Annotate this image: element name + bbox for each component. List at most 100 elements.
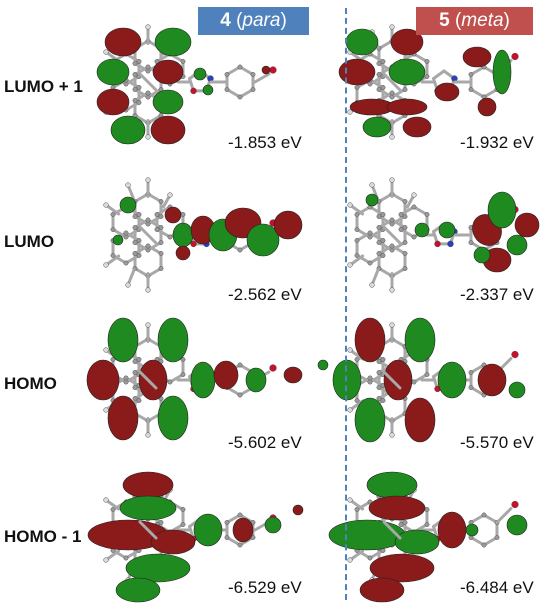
meta-lumo-plus-1-core-ring-carbon (424, 59, 430, 64)
para-lumo-hydrogen (125, 282, 131, 288)
meta-homo-orbital-lobe (437, 361, 467, 399)
para-lumo-core-ring-bond (133, 218, 150, 229)
meta-lumo-core-ring-carbon (354, 212, 360, 217)
meta-lumo-core-ring-carbon (354, 238, 360, 243)
meta-homo-minus-1-cho-oxygen (511, 500, 519, 509)
row-label-homo-minus-1: HOMO - 1 (4, 527, 82, 546)
para-homo-orbital-lobe (157, 317, 189, 363)
para-homo-minus-1-orbital-lobe (232, 517, 254, 543)
meta-lumo-core-ring-bond (377, 244, 394, 255)
para-lumo-plus-1-phenyl-ring-bond (238, 88, 255, 99)
meta-lumo-plus-1-phenyl-ring-bond (482, 88, 499, 99)
meta-homo-minus-1-orbital-lobe (366, 471, 418, 499)
meta-lumo-core-ring-carbon (398, 212, 404, 217)
para-homo-core-ring-carbon (132, 370, 138, 375)
meta-homo-overlay-bond (382, 370, 402, 390)
meta-lumo-core-ring-bond (368, 231, 385, 242)
para-lumo-plus-1-oxadiazole-oxygen (190, 87, 197, 95)
meta-lumo-plus-1-hydrogen (389, 24, 395, 30)
meta-lumo-core-ring-carbon (376, 214, 382, 219)
para-lumo-core-ring-bond (146, 244, 163, 255)
para-lumo-core-ring-carbon (145, 217, 151, 223)
para-lumo-core-ring-carbon (110, 212, 116, 217)
meta-homo-minus-1-phenyl-ring-carbon (481, 512, 487, 518)
para-lumo-core-ring-bond (133, 244, 150, 255)
para-lumo-orbital-lobe (112, 234, 124, 246)
para-homo-minus-1-orbital-lobe (119, 495, 177, 521)
meta-lumo-plus-1-phenyl-ring-carbon (468, 72, 474, 77)
meta-lumo-plus-1-core-ring-bond (368, 78, 385, 89)
meta-lumo-orbital-lobe (487, 191, 517, 229)
meta-lumo-hydrogen (369, 282, 375, 288)
meta-lumo-core-ring-carbon (402, 251, 408, 256)
para-lumo-hydrogen (125, 182, 131, 188)
meta-homo-minus-1-hydrogen (347, 557, 353, 563)
meta-lumo-core-ring-bond (377, 218, 394, 229)
para-homo-minus-1-orbital-lobe (115, 577, 161, 603)
meta-lumo-core-ring-carbon (402, 240, 408, 245)
energy-para-homo: -5.602 eV (228, 433, 302, 452)
para-lumo-hydrogen (145, 177, 151, 183)
meta-lumo-plus-1-orbital-lobe (338, 58, 376, 86)
meta-homo-core-ring-carbon (376, 359, 382, 364)
para-homo-core-ring-carbon (132, 359, 138, 364)
para-lumo-plus-1-core-ring-carbon (132, 98, 138, 103)
meta-homo-core-ring-carbon (380, 357, 386, 362)
meta-lumo-core-ring-bond (390, 267, 407, 278)
para-lumo-orbital-lobe (172, 222, 194, 248)
meta-lumo-core-ring-carbon (389, 217, 395, 223)
meta-lumo-core-ring-bond (399, 205, 416, 216)
meta-homo-cho-oxygen (511, 350, 519, 359)
para-homo-orbital-lobe (283, 366, 303, 384)
para-lumo-plus-1-core-ring-bond (133, 65, 150, 76)
meta-homo-core-ring-carbon (376, 396, 382, 401)
para-lumo-core-ring-carbon (158, 225, 164, 230)
meta-lumo-orbital-lobe (514, 212, 540, 238)
meta-lumo-core-ring-carbon (376, 240, 382, 245)
para-lumo-core-ring-carbon (132, 225, 138, 230)
meta-homo-hydrogen (389, 322, 395, 328)
meta-lumo-core-ring-bond (412, 205, 429, 216)
meta-homo-hydrogen (347, 407, 353, 413)
meta-homo-minus-1-orbital-lobe (437, 511, 467, 549)
row-label-lumo-plus-1: LUMO + 1 (4, 77, 83, 96)
meta-lumo-core-ring-carbon (380, 253, 386, 258)
para-lumo-oxadiazole-oxygen (190, 240, 197, 248)
meta-homo-minus-1-phenyl-ring-carbon (481, 542, 487, 548)
para-homo-orbital-lobe (107, 395, 139, 441)
para-lumo-core-ring-carbon (136, 238, 142, 243)
para-homo-minus-1-orbital-lobe (125, 553, 191, 583)
para-lumo-core-ring-carbon (136, 253, 142, 258)
meta-lumo-plus-1-core-ring-carbon (402, 87, 408, 92)
para-homo-minus-1-phenyl-ring-carbon (224, 535, 230, 540)
para-lumo-plus-1-phenyl-ring-carbon (237, 94, 243, 100)
meta-homo-core-ring-carbon (411, 379, 417, 385)
meta-homo-minus-1-cho-bond (495, 507, 513, 524)
meta-lumo-core-ring-carbon (402, 199, 408, 204)
para-homo-core-ring-carbon (110, 357, 116, 362)
para-homo-minus-1-hydrogen (103, 557, 109, 563)
meta-lumo-core-ring-carbon (354, 227, 360, 232)
para-lumo-core-ring-bond (146, 267, 163, 278)
meta-lumo-hydrogen (411, 192, 417, 198)
meta-homo-core-ring-carbon (380, 398, 386, 403)
para-lumo-plus-1-hydrogen (103, 49, 109, 55)
para-lumo-overlay-bond (138, 225, 158, 245)
para-homo-core-ring-bond (168, 373, 185, 384)
para-lumo-plus-1-orbital-lobe (193, 67, 207, 81)
meta-homo-core-ring-carbon (354, 398, 360, 403)
para-lumo-plus-1-core-ring-carbon (132, 61, 138, 66)
header-meta-name: meta (461, 10, 504, 31)
meta-lumo-plus-1-core-ring-carbon (376, 72, 382, 77)
row-label-homo: HOMO (4, 374, 57, 393)
para-lumo-core-ring-bond (146, 218, 163, 229)
meta-homo-core-ring-carbon (376, 370, 382, 375)
para-lumo-plus-1-phenyl-ring-bond (225, 65, 242, 76)
meta-lumo-overlay-bond (382, 225, 402, 245)
meta-lumo-plus-1-orbital-lobe (462, 46, 492, 68)
para-lumo-core-ring-bond (133, 267, 150, 278)
para-lumo-core-ring-carbon (136, 212, 142, 217)
meta-lumo-core-ring-carbon (380, 212, 386, 217)
meta-lumo-core-ring-bond (368, 254, 385, 265)
para-homo-orbital-lobe (190, 361, 216, 399)
